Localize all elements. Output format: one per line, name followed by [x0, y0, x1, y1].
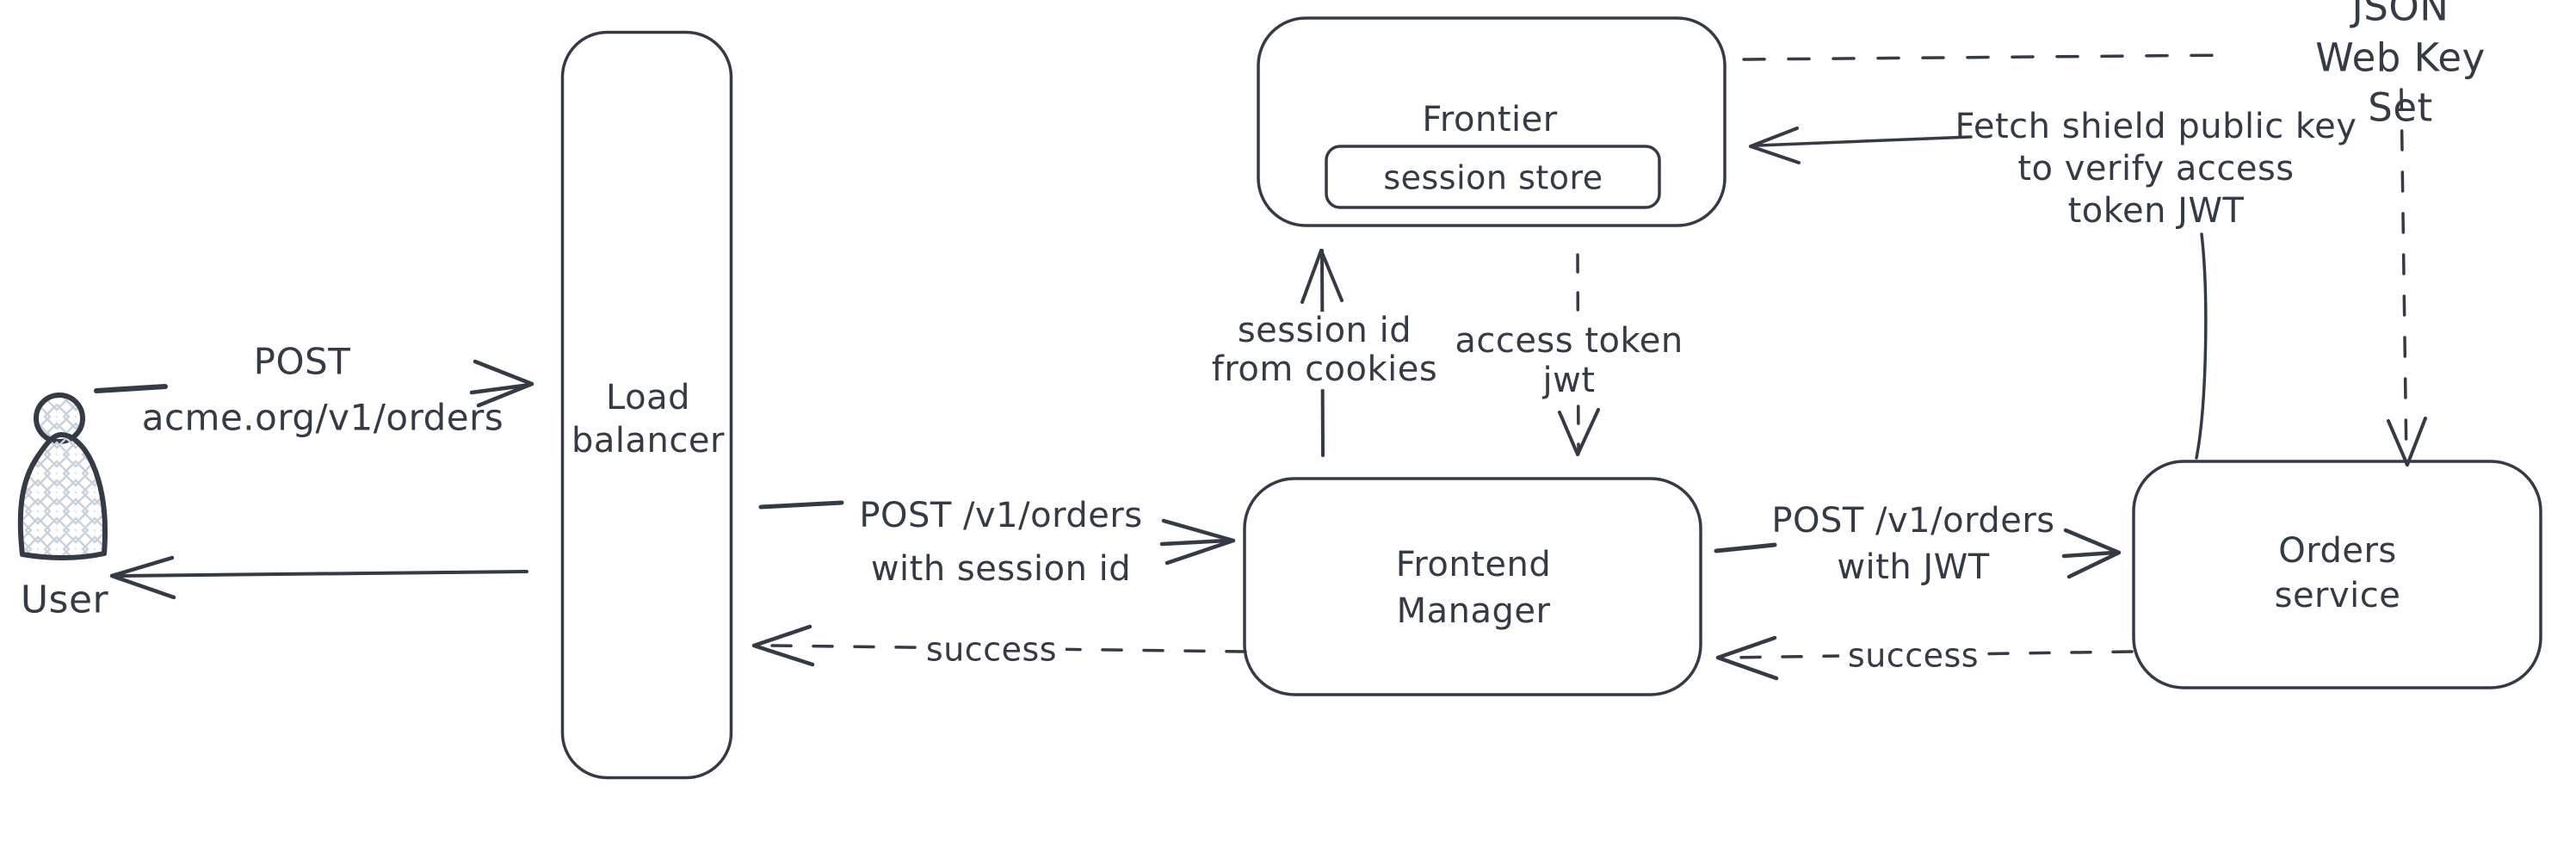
frontier-to-jwks-dashed-line	[1742, 53, 2233, 61]
lb-to-fm-arrowhead	[1159, 518, 1236, 566]
fm-to-frontier-arrowhead	[1300, 249, 1344, 304]
fm-to-orders-label: POST /v1/orders with JWT	[1771, 501, 2055, 587]
user-request-label-line1: POST	[253, 340, 351, 383]
session-store-box	[1325, 145, 1661, 209]
frontier-to-fm-arrowhead	[1558, 408, 1600, 456]
fetch-shield-key-label: Fetch shield public key to verify access…	[1955, 106, 2357, 231]
user-body-icon	[17, 432, 108, 560]
orders-to-frontier-fetch-arrow	[1756, 135, 1973, 147]
frontier-label: Frontier	[1422, 100, 1558, 139]
frontend-manager-label: Frontend Manager	[1395, 545, 1552, 631]
orders-to-fm-success-label: success	[1838, 634, 1988, 677]
user-label: User	[20, 578, 109, 622]
fm-to-orders-arrow-tail	[1714, 542, 1777, 553]
jwks-label: JSON Web Key Set	[2315, 0, 2486, 131]
lb-to-user-arrowhead	[109, 555, 176, 600]
orders-to-fm-success-arrowhead	[1715, 635, 1779, 681]
load-balancer-label: Load balancer	[571, 378, 725, 461]
orders-service-box	[2132, 460, 2542, 689]
orders-to-frontier-fetch-arrowhead	[1749, 127, 1801, 164]
jwks-to-orders-arrow	[2400, 88, 2408, 466]
fm-to-lb-success-label: success	[917, 628, 1066, 671]
orders-to-frontier-fetch-curve	[2195, 232, 2208, 460]
lb-to-fm-label: POST /v1/orders with session id	[859, 496, 1143, 589]
lb-to-user-arrow	[119, 570, 528, 578]
orders-service-label: Orders service	[2274, 531, 2401, 615]
orders-to-fm-success-arrow	[1724, 650, 2134, 659]
lb-to-fm-arrow-tail	[758, 500, 844, 510]
user-to-lb-arrowhead	[469, 359, 534, 408]
frontend-manager-box	[1243, 477, 1702, 696]
user-to-lb-arrow-tail	[94, 384, 168, 393]
access-token-label: access token jwt	[1446, 321, 1692, 400]
session-store-label: session store	[1383, 158, 1603, 197]
load-balancer-box	[560, 30, 733, 780]
jwks-to-orders-arrowhead	[2387, 417, 2427, 467]
session-id-label: session id from cookies	[1202, 312, 1447, 389]
fm-to-orders-arrowhead	[2061, 528, 2122, 579]
frontier-box	[1257, 16, 1727, 227]
fm-to-lb-success-arrowhead	[751, 624, 815, 667]
user-request-label-line2: acme.org/v1/orders	[141, 396, 504, 439]
